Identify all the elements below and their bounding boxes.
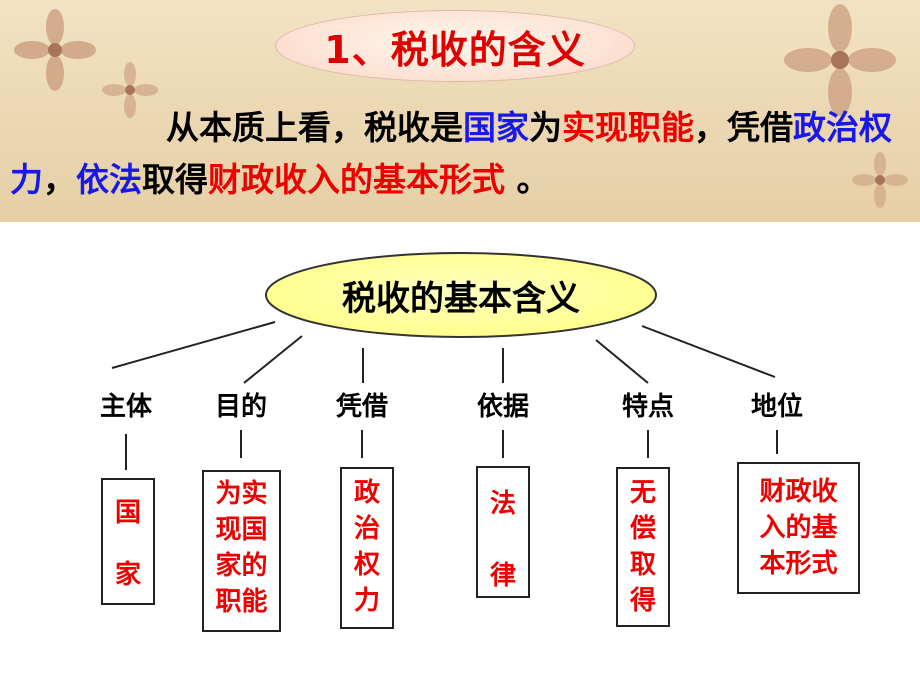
branch-line [641, 325, 776, 378]
category-label: 目的 [214, 392, 267, 422]
content-text: 国 家 [114, 498, 141, 590]
branch-line [111, 321, 276, 369]
content-text: 无 偿 取 得 [629, 478, 656, 616]
category-label: 依据 [476, 392, 529, 422]
definition-paragraph: 从本质上看，税收是国家为实现职能，凭借政治权力，依法取得财政收入的基本形式 。 [10, 102, 915, 206]
category-label: 地位 [750, 392, 803, 422]
center-label: 税收的基本含义 [342, 278, 580, 319]
intro-part: ，凭借 [694, 108, 793, 147]
flower-decoration-icon [852, 152, 908, 208]
intro-part: ， [43, 160, 76, 199]
intro-part: 。 [505, 160, 550, 199]
intro-part: 国家 [463, 108, 529, 147]
content-text: 法 律 [489, 489, 516, 591]
content-text: 为实 现国 家的 职能 [215, 479, 268, 617]
flower-decoration-icon [102, 62, 158, 118]
intro-part: 为 [529, 108, 562, 147]
page-title: 1、税收的含义 [324, 27, 586, 72]
category-label: 凭借 [335, 392, 388, 422]
center-oval-shape [265, 252, 657, 338]
flower-decoration-icon [14, 9, 96, 91]
category-label: 特点 [621, 392, 674, 422]
branch-line [595, 339, 649, 384]
content-text: 财政收 入的基 本形式 [759, 477, 838, 579]
content-text: 政 治 权 力 [353, 478, 380, 616]
category-label: 主体 [99, 392, 152, 422]
flower-decoration-icon [784, 4, 896, 116]
content-box: 国 家 [101, 478, 155, 605]
branch-line [243, 335, 303, 384]
title-banner: 1、税收的含义 从本质上看，税收是国家为实现职能，凭借政治权力，依法取得财政收入… [0, 0, 920, 222]
intro-part: 财政收入的基本形式 [208, 160, 505, 199]
content-box: 政 治 权 力 [340, 467, 394, 629]
content-box: 财政收 入的基 本形式 [737, 462, 860, 594]
intro-part: 取得 [142, 160, 208, 199]
center-concept: 税收的基本含义 [265, 252, 657, 338]
content-box: 为实 现国 家的 职能 [202, 470, 281, 632]
content-box: 法 律 [476, 466, 530, 598]
intro-part: 依法 [76, 160, 142, 199]
content-box: 无 偿 取 得 [616, 467, 670, 627]
intro-part: 政治权力 [10, 108, 892, 199]
intro-part: 从本质上看，税收是 [166, 108, 463, 147]
title-oval: 1、税收的含义 [275, 10, 635, 82]
intro-part: 实现职能 [562, 108, 694, 147]
